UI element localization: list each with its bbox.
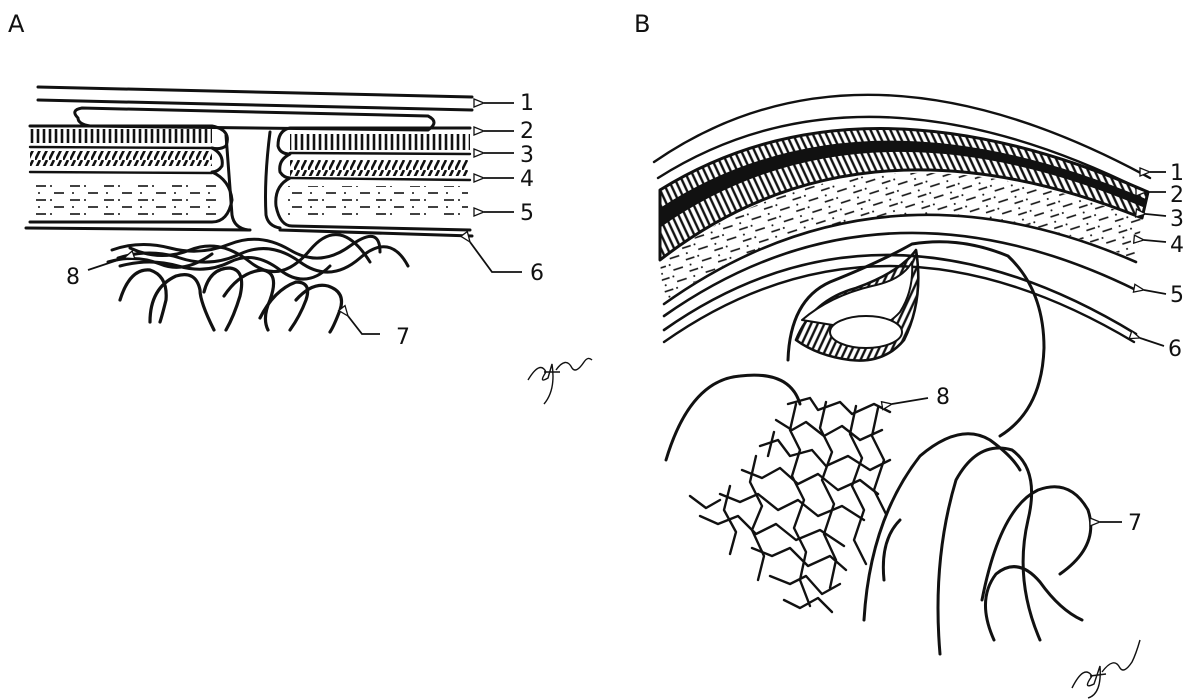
b-pocket-lumen	[830, 316, 902, 348]
right-divider-4-5	[290, 178, 470, 180]
panel-b-label-7: 7	[1128, 511, 1142, 536]
panel-a-label-7: 7	[396, 325, 410, 350]
panel-a-label-8: 8	[66, 265, 80, 290]
b-fold-5	[985, 567, 1082, 640]
panel-b-label-4: 4	[1170, 233, 1184, 258]
layer-4-left-hatch	[30, 151, 212, 166]
signature-b	[1072, 640, 1140, 698]
layer-4-right-hatch	[290, 160, 468, 176]
panel-a-label-4: 4	[520, 167, 534, 192]
layer-1-line-top	[38, 87, 472, 97]
panel-b-label-8: 8	[936, 385, 950, 410]
panel-a-label-2: 2	[520, 119, 534, 144]
panel-a-label-3: 3	[520, 143, 534, 168]
layer-3-right-hatch	[290, 134, 470, 150]
b-layer-8-meshwork	[690, 398, 890, 612]
signature-a	[528, 358, 592, 404]
panel-b-label-2: 2	[1170, 183, 1184, 208]
channel-wall-left	[226, 135, 248, 230]
layer-6-line	[26, 228, 250, 230]
layer-5-right-dashes	[284, 186, 468, 220]
panel-b-label-3: 3	[1170, 207, 1184, 232]
panel-a-label-1: 1	[520, 91, 534, 116]
panel-b-label-5: 5	[1170, 283, 1184, 308]
panel-b-diagram	[654, 95, 1150, 654]
panel-a-label-6: 6	[530, 261, 544, 286]
left-divider-4-5	[30, 172, 212, 173]
layer-6-line-right	[280, 230, 472, 236]
panel-a-diagram	[26, 87, 472, 332]
right-divider-3-4	[290, 153, 470, 154]
layer-3-left-hatch	[30, 129, 212, 143]
b-fold-6	[883, 520, 900, 580]
panel-a-label-5: 5	[520, 201, 534, 226]
panel-b-label-6: 6	[1168, 337, 1182, 362]
b-fold-1	[666, 375, 800, 460]
b-fold-4	[982, 487, 1091, 600]
layer-5-left-dashes	[30, 182, 220, 216]
left-divider-3-4	[30, 147, 212, 148]
